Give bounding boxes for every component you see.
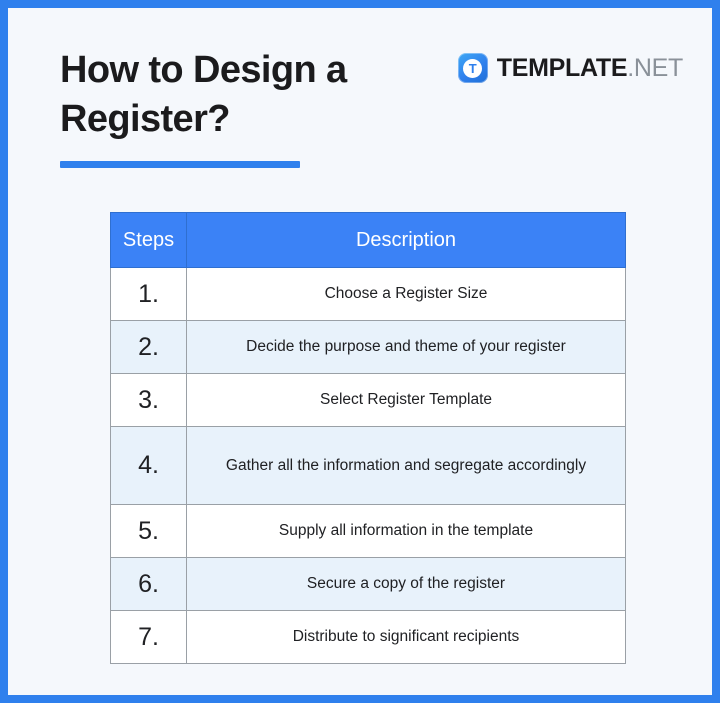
step-number: 2.: [110, 320, 187, 374]
logo-wordmark-text: TEMPLATE: [496, 53, 628, 82]
table-row: 1. Choose a Register Size: [110, 267, 626, 321]
step-description: Distribute to significant recipients: [186, 610, 626, 664]
page-canvas: How to Design a Register? T TEMPLATE.NET…: [8, 8, 712, 695]
table-header-row: Steps Description: [110, 212, 626, 268]
table-row: 5. Supply all information in the templat…: [110, 504, 626, 558]
steps-table: Steps Description 1. Choose a Register S…: [110, 212, 626, 664]
page-title: How to Design a Register?: [60, 46, 460, 143]
step-number: 4.: [110, 426, 187, 505]
template-logo-icon: T: [457, 53, 488, 83]
table-row: 7. Distribute to significant recipients: [110, 610, 626, 664]
table-row: 2. Decide the purpose and theme of your …: [110, 320, 626, 374]
step-number: 3.: [110, 373, 187, 427]
step-number: 1.: [110, 267, 187, 321]
column-header-steps: Steps: [110, 212, 187, 268]
logo-tld-text: .NET: [627, 53, 683, 82]
step-description: Select Register Template: [186, 373, 626, 427]
page-title-line-2: Register?: [60, 97, 230, 140]
title-underline-accent: [60, 161, 300, 168]
step-description: Decide the purpose and theme of your reg…: [186, 320, 626, 374]
step-description: Supply all information in the template: [186, 504, 626, 558]
logo-mark-letter: T: [463, 58, 483, 78]
step-description: Gather all the information and segregate…: [186, 426, 626, 505]
table-row: 6. Secure a copy of the register: [110, 557, 626, 611]
step-number: 6.: [110, 557, 187, 611]
table-row: 3. Select Register Template: [110, 373, 626, 427]
steps-table-body: 1. Choose a Register Size 2. Decide the …: [110, 267, 626, 664]
table-row: 4. Gather all the information and segreg…: [110, 426, 626, 505]
step-number: 5.: [110, 504, 187, 558]
step-number: 7.: [110, 610, 187, 664]
steps-table-header: Steps Description: [110, 212, 626, 268]
template-net-logo[interactable]: T TEMPLATE.NET: [457, 53, 684, 83]
step-description: Secure a copy of the register: [186, 557, 626, 611]
column-header-description: Description: [186, 212, 626, 268]
page-title-line-1: How to Design a: [60, 49, 347, 91]
step-description: Choose a Register Size: [186, 267, 626, 321]
logo-wordmark: TEMPLATE.NET: [496, 53, 684, 83]
